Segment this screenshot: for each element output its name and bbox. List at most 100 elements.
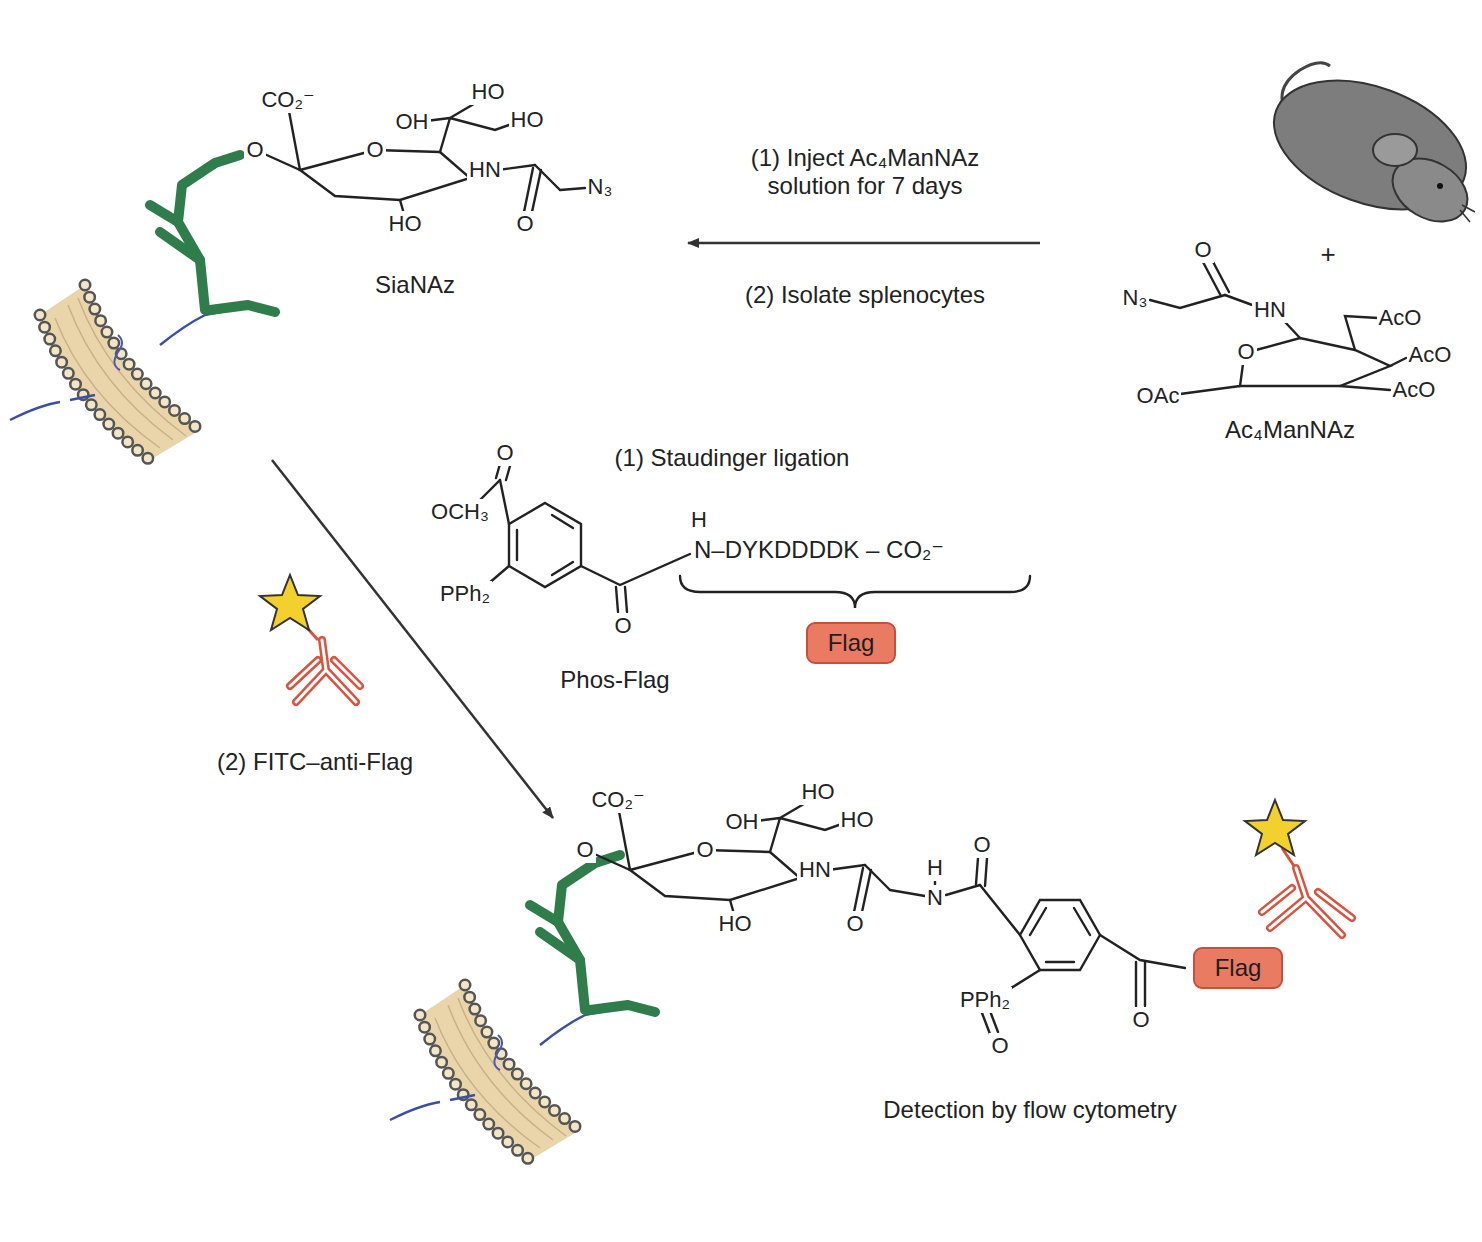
cell-membrane [10, 155, 275, 460]
atom-label: CO₂⁻ [589, 787, 646, 812]
atom-label: O [1235, 339, 1256, 364]
antibody-fitc [1262, 868, 1352, 935]
step-text: (1) Inject Ac₄ManNAz solution for 7 days [713, 144, 1017, 199]
ligated-product-bonds [946, 885, 980, 895]
flag-tag-box: Flag [806, 622, 896, 664]
atom-label: CO₂⁻ [259, 87, 316, 112]
atom-label: O [1130, 1007, 1151, 1032]
atom-label: HO [387, 211, 424, 236]
atom-label: O [971, 832, 992, 857]
acetylated-mannosamine-bonds [1240, 338, 1390, 386]
atom-label: HN [467, 157, 503, 182]
atom-label: HO [800, 779, 837, 804]
tag-text: Flag [828, 629, 875, 657]
ligated-product-bonds [980, 885, 1020, 935]
mouse-icon [1437, 183, 1443, 189]
atom-label: HN [797, 857, 833, 882]
atom-label: O [612, 613, 633, 638]
phosphine-reagent-bonds [680, 576, 1030, 608]
reaction-arrow [688, 242, 1040, 245]
acetylated-mannosamine-bonds [1340, 386, 1390, 390]
antibody-fitc [290, 640, 360, 702]
reaction-arrow [272, 243, 1040, 818]
atom-label: O [844, 911, 865, 936]
ligated-product-bonds [890, 858, 1185, 1034]
mouse-icon [1256, 56, 1482, 234]
phosphine-reagent-bonds [517, 515, 573, 575]
antibody-fitc [260, 575, 360, 702]
atom-label: H [689, 507, 709, 532]
acetylated-mannosamine-bonds [1203, 258, 1229, 296]
compound-name: SiaNAz [373, 271, 457, 299]
phosphine-reagent-bonds [509, 503, 581, 587]
ligated-product-bonds [890, 890, 925, 896]
caption-text: Detection by flow cytometry [881, 1096, 1178, 1124]
ligated-product-bonds [1136, 962, 1145, 1006]
atom-label: N₃ [1121, 285, 1150, 310]
ligated-product-bonds [982, 1011, 998, 1034]
antibody-fitc [260, 575, 320, 630]
mouse-icon [1460, 205, 1475, 222]
ligated-product-bonds [1100, 935, 1185, 968]
cell-membrane [390, 855, 655, 1160]
ligated-product-bonds [1020, 900, 1100, 970]
sialic-acid-bonds [260, 98, 560, 214]
atom-label: N [925, 885, 945, 910]
phosphine-reagent-bonds [500, 480, 509, 524]
sialic-acid-bonds [590, 798, 890, 914]
tag-text: Flag [1215, 954, 1262, 982]
phosphine-reagent-bonds [616, 587, 627, 612]
phosphine-reagent-bonds [480, 480, 500, 500]
compound-name: Phos-Flag [558, 666, 671, 694]
step-text: (2) FITC–anti-Flag [215, 748, 415, 776]
atom-label: N₃ [586, 174, 615, 199]
acetylated-mannosamine-bonds [1285, 322, 1300, 338]
acetylated-mannosamine-bonds [1150, 258, 1406, 394]
phosphine-reagent-bonds [480, 464, 1030, 612]
acetylated-mannosamine-bonds [1345, 316, 1378, 350]
azide-bond [560, 188, 585, 190]
cell-membrane [390, 855, 655, 1160]
atom-label: OH [724, 809, 761, 834]
antibody-fitc [1262, 868, 1352, 935]
acetylated-mannosamine-bonds [1150, 295, 1225, 308]
compound-name: Ac₄ManNAz [1223, 416, 1357, 444]
ligated-product-bonds [976, 858, 987, 886]
mouse-icon [1373, 134, 1417, 166]
antibody-fitc [1245, 800, 1305, 855]
cell-membrane [10, 155, 275, 460]
atom-label: HN [1252, 297, 1288, 322]
sialic-acid-bonds [260, 98, 560, 214]
atom-label: O [1192, 237, 1213, 262]
atom-label: O [574, 837, 595, 862]
atom-label: PPh₂ [438, 581, 492, 606]
step-text: (2) Isolate splenocytes [743, 281, 987, 309]
atom-label: OAc [1135, 383, 1182, 408]
atom-label: HO [839, 807, 876, 832]
step-text: (1) Staudinger ligation [613, 444, 852, 472]
antibody-fitc [1245, 800, 1352, 935]
peptide-sequence: N–DYKDDDDK – CO₂⁻ [692, 536, 946, 564]
antibody-fitc [290, 640, 360, 702]
phosphine-reagent-bonds [496, 464, 510, 480]
atom-label: HO [470, 79, 507, 104]
atom-label: AcO [1377, 305, 1424, 330]
atom-label: O [989, 1033, 1010, 1058]
atom-label: O [494, 440, 515, 465]
acetylated-mannosamine-bonds [1180, 386, 1240, 394]
atom-label: O [694, 837, 715, 862]
atom-label: O [364, 137, 385, 162]
acetylated-mannosamine-bonds [1225, 295, 1255, 306]
atom-label: O [244, 137, 265, 162]
atom-label: HO [717, 911, 754, 936]
sialic-acid-bonds [590, 798, 890, 914]
atom-label: OH [394, 109, 431, 134]
azide-bond [560, 188, 585, 190]
phosphine-reagent-bonds [581, 554, 690, 585]
acetylated-mannosamine-bonds [1390, 358, 1406, 366]
atom-label: H [925, 855, 945, 880]
mouse-icon [1256, 56, 1482, 233]
flag-tag-box: Flag [1193, 947, 1283, 989]
atom-label: PPh₂ [958, 987, 1012, 1012]
